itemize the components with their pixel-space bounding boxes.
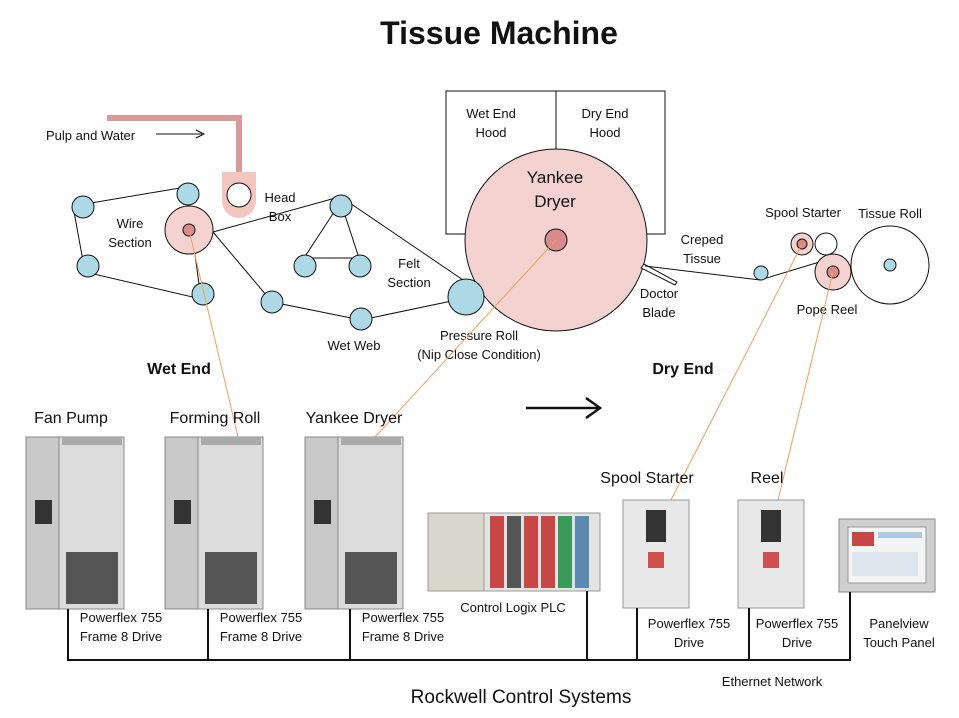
head-box-label-1: Head bbox=[264, 190, 295, 205]
spool-starter-caption-2: Drive bbox=[674, 635, 704, 650]
forming-roll-title: Forming Roll bbox=[170, 410, 261, 427]
pope-reel-label: Pope Reel bbox=[797, 302, 858, 317]
felt-belt-lower bbox=[212, 231, 467, 321]
yankee-dryer-drive-title: Yankee Dryer bbox=[306, 410, 403, 427]
yankee-dryer-drive bbox=[304, 436, 404, 610]
dry-end-hood-label-1: Dry End bbox=[582, 106, 629, 121]
footer-label: Rockwell Control Systems bbox=[411, 687, 632, 708]
plc-caption: Control Logix PLC bbox=[460, 600, 566, 615]
panelview-touch-panel bbox=[838, 518, 936, 593]
reel-caption-2: Drive bbox=[782, 635, 812, 650]
wet-end-label: Wet End bbox=[147, 361, 211, 378]
yankee-dryer-label-2: Dryer bbox=[534, 192, 576, 211]
pulp-pipe bbox=[107, 115, 242, 188]
wet-web-label: Wet Web bbox=[328, 338, 381, 353]
wire-rolls bbox=[71, 182, 215, 306]
dry-end-hood-label-2: Hood bbox=[589, 125, 620, 140]
tissue-roll-label: Tissue Roll bbox=[858, 206, 922, 221]
drive-connection-lines bbox=[188, 229, 834, 501]
diagram-title: Tissue Machine bbox=[380, 15, 618, 51]
head-box-label-2: Box bbox=[269, 209, 292, 224]
spool-starter-drive-title: Spool Starter bbox=[600, 470, 694, 487]
spool-roll bbox=[814, 232, 838, 256]
creped-tissue-roll bbox=[753, 265, 769, 281]
spool-starter-link bbox=[670, 243, 803, 501]
felt-belt-upper bbox=[340, 196, 467, 283]
pulp-water-label: Pulp and Water bbox=[46, 128, 136, 143]
panelview-caption-2: Touch Panel bbox=[863, 635, 935, 650]
control-logix-plc bbox=[427, 512, 601, 592]
yankee-dryer-caption-2: Frame 8 Drive bbox=[362, 629, 444, 644]
creped-tissue-label-2: Tissue bbox=[683, 251, 721, 266]
pressure-roll-label-2: (Nip Close Condition) bbox=[417, 347, 541, 362]
dry-end-label: Dry End bbox=[652, 361, 713, 378]
reel-drive-title: Reel bbox=[751, 470, 784, 487]
fan-pump-caption-1: Powerflex 755 bbox=[80, 610, 162, 625]
creped-tissue-web bbox=[644, 259, 827, 281]
fan-pump-caption-2: Frame 8 Drive bbox=[80, 629, 162, 644]
spool-starter-caption-1: Powerflex 755 bbox=[648, 616, 730, 631]
wet-end-hood-label-2: Hood bbox=[475, 125, 506, 140]
pulp-flow-arrow bbox=[156, 129, 206, 139]
yankee-dryer-caption-1: Powerflex 755 bbox=[362, 610, 444, 625]
ethernet-network-label: Ethernet Network bbox=[722, 674, 823, 689]
doctor-blade-label-2: Blade bbox=[642, 305, 675, 320]
machine-direction-arrow bbox=[526, 396, 603, 420]
forming-roll-drive bbox=[164, 436, 264, 610]
reel-drive bbox=[737, 499, 805, 609]
reel-link bbox=[777, 271, 834, 501]
yankee-dryer-link bbox=[374, 239, 557, 438]
forming-roll-caption-2: Frame 8 Drive bbox=[220, 629, 302, 644]
ethernet-network bbox=[67, 591, 851, 661]
felt-rolls bbox=[260, 194, 373, 331]
felt-section-label-1: Felt bbox=[398, 256, 420, 271]
doctor-blade bbox=[640, 263, 678, 286]
creped-tissue-label-1: Creped bbox=[681, 232, 724, 247]
panelview-caption-1: Panelview bbox=[869, 616, 929, 631]
head-box-roll bbox=[226, 182, 252, 208]
fan-pump-drive bbox=[25, 436, 125, 610]
wire-section-label-1: Wire bbox=[117, 216, 144, 231]
pressure-roll bbox=[447, 278, 485, 316]
fan-pump-title: Fan Pump bbox=[34, 410, 108, 427]
felt-section-label-2: Section bbox=[387, 275, 430, 290]
forming-roll-link bbox=[188, 229, 239, 438]
wet-end-hood-label-1: Wet End bbox=[466, 106, 516, 121]
spool-starter-drive bbox=[622, 499, 690, 609]
doctor-blade-label-1: Doctor bbox=[640, 286, 679, 301]
pressure-roll-label-1: Pressure Roll bbox=[440, 328, 518, 343]
spool-starter-label: Spool Starter bbox=[765, 205, 842, 220]
yankee-dryer-label-1: Yankee bbox=[527, 168, 583, 187]
tissue-roll-core bbox=[883, 258, 897, 272]
reel-caption-1: Powerflex 755 bbox=[756, 616, 838, 631]
forming-roll-caption-1: Powerflex 755 bbox=[220, 610, 302, 625]
wire-section-label-2: Section bbox=[108, 235, 151, 250]
